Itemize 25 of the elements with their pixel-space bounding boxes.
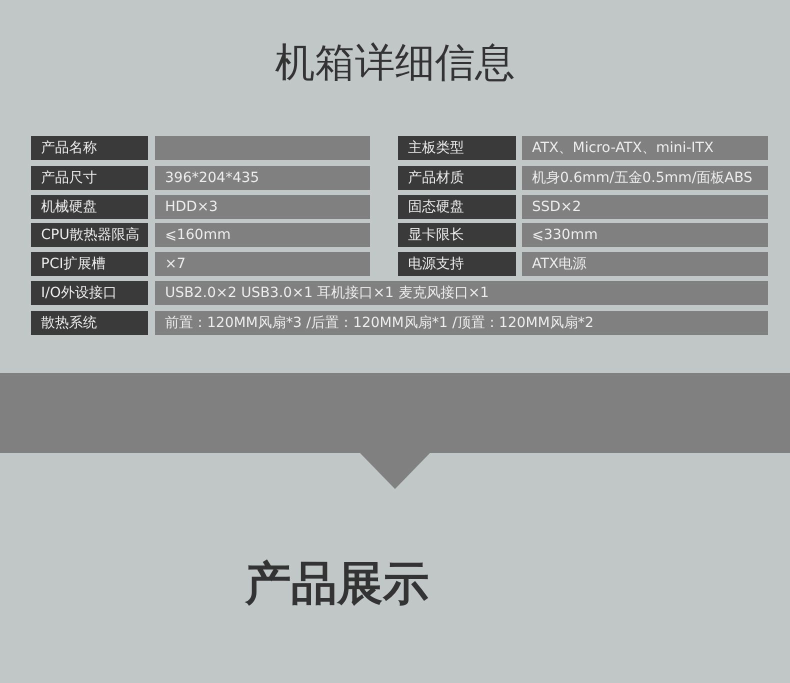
field-name-cell: 固态硬盘 — [398, 195, 516, 219]
field-value-cell: 机身0.6mm/五金0.5mm/面板ABS — [522, 166, 768, 190]
field-name-cell: 产品尺寸 — [31, 166, 148, 190]
field-value-cell: HDD×3 — [155, 195, 370, 219]
field-name-cell: 产品材质 — [398, 166, 516, 190]
field-name-cell: 显卡限长 — [398, 223, 516, 247]
field-name-cell: 主板类型 — [398, 136, 516, 160]
field-value-cell: 396*204*435 — [155, 166, 370, 190]
field-value-cell: ×7 — [155, 252, 370, 276]
field-value-cell: ATX、Micro-ATX、mini-ITX — [522, 136, 768, 160]
field-value-cell: SSD×2 — [522, 195, 768, 219]
section-heading: 产品展示 — [245, 555, 429, 611]
field-value-cell: USB2.0×2 USB3.0×1 耳机接口×1 麦克风接口×1 — [155, 281, 768, 305]
page-title: 机箱详细信息 — [274, 39, 516, 88]
field-name-cell: 电源支持 — [398, 252, 516, 276]
field-value-cell: ATX电源 — [522, 252, 768, 276]
field-value-cell: ⩽330mm — [522, 223, 768, 247]
field-value-cell: ⩽160mm — [155, 223, 370, 247]
field-name-cell: 产品名称 — [31, 136, 148, 160]
field-name-cell: 散热系统 — [31, 311, 148, 335]
field-name-cell: I/O外设接口 — [31, 281, 148, 305]
field-value-cell: 前置：120MM风扇*3 /后置：120MM风扇*1 /顶置：120MM风扇*2 — [155, 311, 768, 335]
field-name-cell: CPU散热器限高 — [31, 223, 148, 247]
field-name-cell: 机械硬盘 — [31, 195, 148, 219]
field-name-cell: PCI扩展槽 — [31, 252, 148, 276]
